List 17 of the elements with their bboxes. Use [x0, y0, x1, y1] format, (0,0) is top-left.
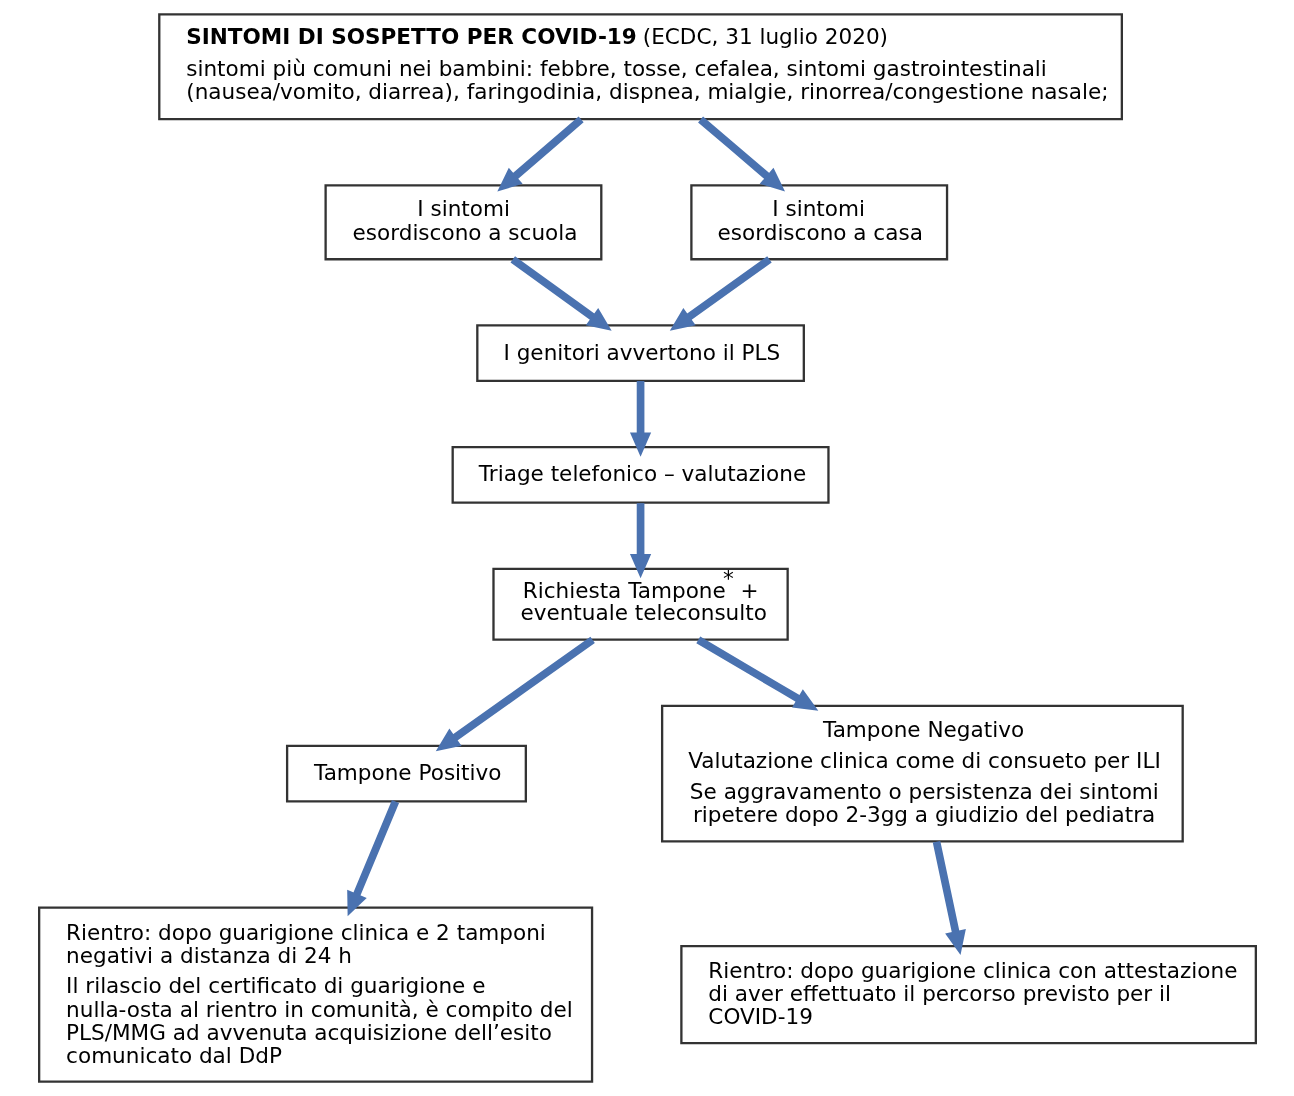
node-box: Tampone Negativo Valutazione clinica come di consueto per ILI Se aggravamento o persistenza dei sintomi ripetere dopo 2-3gg a giudizio del pediatra — [660, 704, 1184, 843]
arrow — [669, 256, 772, 331]
arrow — [695, 636, 818, 711]
arrow — [510, 256, 612, 331]
node-box: Rientro: dopo guarigione clinica e 2 tamponi negativi a distanza di 24 h Il rilascio del certificato di guarigione e nulla-osta al rientro in comunità, è compito del PLS/MMG ad avvenuta acquisizione dell’esito comunicato dal DdP — [37, 906, 593, 1083]
node-box: I genitori avvertono il PLS — [475, 324, 805, 383]
node-box: Tampone Positivo — [285, 744, 527, 803]
node-box: Rientro: dopo guarigione clinica con attestazione di aver effettuato il percorso previsto per il COVID-19 — [679, 944, 1257, 1045]
arrow — [346, 799, 399, 917]
node-box: I sintomi esordiscono a casa — [689, 184, 948, 261]
arrow — [697, 116, 785, 192]
node-box: Triage telefonico – valutazione — [451, 445, 830, 504]
node-box: SINTOMI DI SOSPETTO PER COVID-19 (ECDC, 31 luglio 2020) sintomi più comuni nei bambini: febbre, tosse, cefalea, sintomi gastrointestinali (nausea/vomito, diarrea), faringodinia, dispnea, mialgie, rinorrea/congestione nasale; — [157, 13, 1123, 121]
arrow — [496, 116, 584, 192]
node-box: I sintomi esordiscono a scuola — [323, 184, 602, 261]
arrow — [932, 840, 966, 955]
arrow — [435, 636, 595, 752]
